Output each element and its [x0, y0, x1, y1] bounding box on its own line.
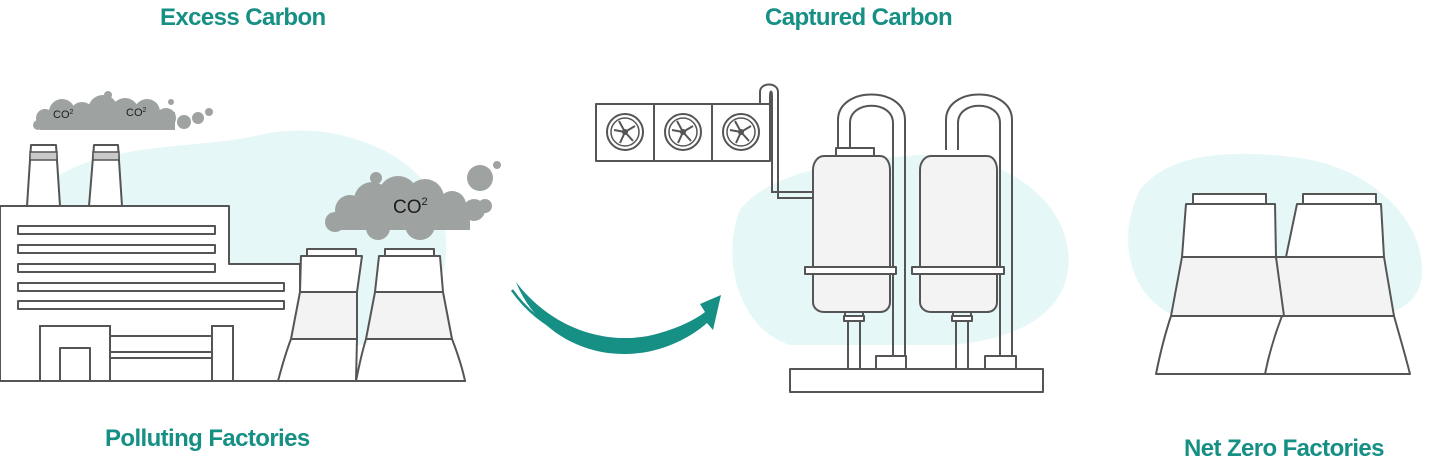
fan-icon: [606, 113, 644, 151]
cooling-tower-icon: [277, 248, 363, 382]
curved-arrow-icon: [510, 282, 721, 355]
label-captured-carbon: Captured Carbon: [765, 4, 953, 31]
net-zero-factory-scene: [1128, 153, 1423, 375]
cooling-tower-icon: [1155, 193, 1303, 375]
co2-label-1: CO2: [53, 109, 74, 121]
intake-pipe: [759, 83, 814, 199]
smoke-cloud-small-icon: [33, 91, 213, 130]
smoke-cloud-large-icon: [325, 161, 501, 240]
chimney-left: [26, 144, 61, 207]
fan-icon: [664, 113, 702, 151]
fan-unit: [595, 103, 771, 162]
polluting-factory-scene: CO2 CO2 CO2: [0, 91, 501, 382]
fan-icon: [722, 113, 760, 151]
carbon-capture-scene: [595, 83, 1069, 393]
cooling-tower-icon: [1264, 193, 1411, 375]
chimney-right: [88, 144, 123, 207]
carbon-capture-tank-icon: [804, 93, 907, 370]
background-glow-center: [732, 154, 1069, 345]
label-polluting-factories: Polluting Factories: [105, 425, 310, 452]
cooling-tower-icon: [355, 248, 466, 382]
equipment-platform: [789, 368, 1044, 393]
co2-label-large: CO2: [393, 196, 428, 218]
label-excess-carbon: Excess Carbon: [160, 4, 326, 31]
co2-label-2: CO2: [126, 107, 147, 119]
carbon-capture-tank-icon: [911, 93, 1017, 370]
label-net-zero-factories: Net Zero Factories: [1184, 435, 1385, 462]
factory-icon: [0, 205, 301, 382]
